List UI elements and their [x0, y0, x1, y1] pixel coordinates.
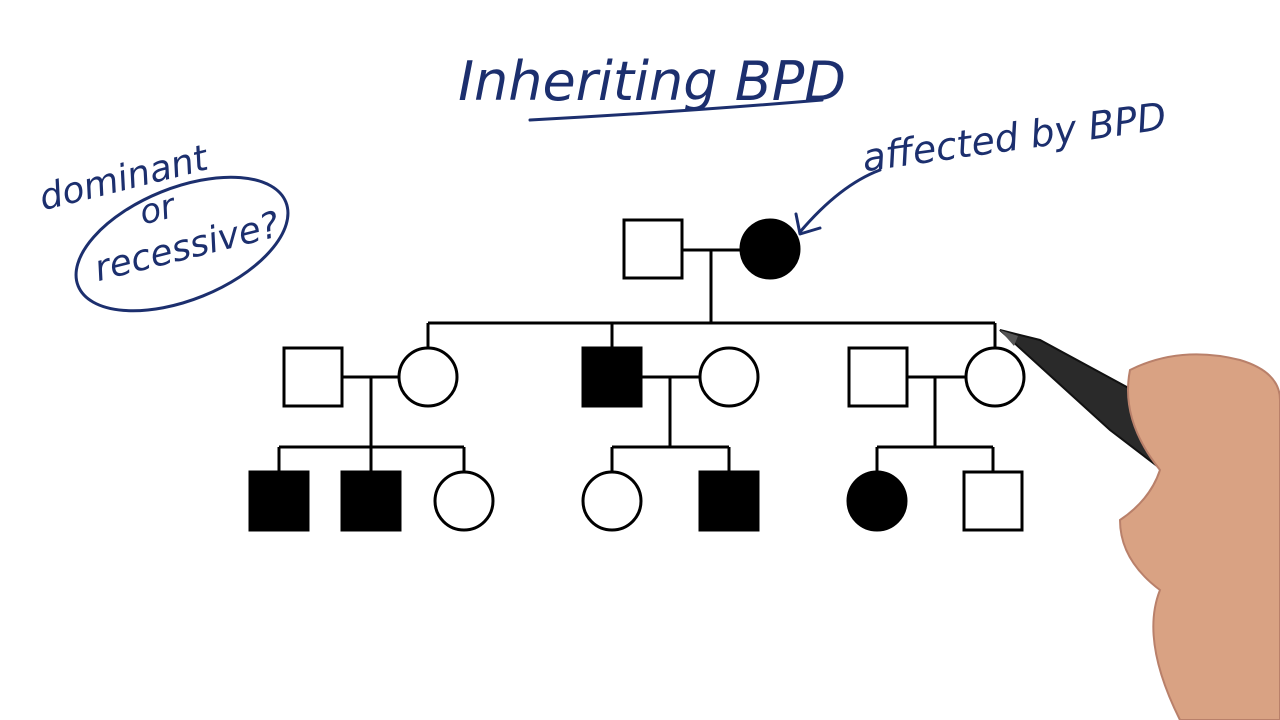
- individual-g2-son-b-square-icon: [581, 346, 643, 408]
- individual-g2-daughter-a-circle-icon: [397, 346, 459, 408]
- individual-g3-b2-square-icon: [698, 470, 760, 532]
- arrow-head-icon: [794, 212, 822, 236]
- annotation-label: affected by BPD: [859, 94, 1169, 180]
- annotation-arrow: [798, 168, 882, 234]
- hand-icon: [1118, 353, 1280, 720]
- individual-g3-a3-circle-icon: [433, 470, 495, 532]
- pedigree-lines: [277, 248, 997, 472]
- pedigree-individuals: [248, 218, 1026, 532]
- title-underline: [528, 98, 824, 122]
- question-circle: [74, 175, 290, 313]
- individual-g1-mother-circle-icon: [739, 218, 801, 280]
- individual-g3-c2-square-icon: [962, 470, 1024, 532]
- individual-g3-a1-square-icon: [248, 470, 310, 532]
- question-line3: recessive?: [90, 204, 283, 289]
- hand-with-pen: [999, 329, 1280, 720]
- individual-g2-daughter-c-circle-icon: [964, 346, 1026, 408]
- individual-g3-c1-circle-icon: [846, 470, 908, 532]
- individual-g2-wife-b-circle-icon: [698, 346, 760, 408]
- individual-g3-a2-square-icon: [340, 470, 402, 532]
- individual-g3-b1-circle-icon: [581, 470, 643, 532]
- individual-g2-husband-c-square-icon: [847, 346, 909, 408]
- individual-g1-father-square-icon: [622, 218, 684, 280]
- question-line1: dominant: [35, 137, 213, 219]
- individual-g2-husband-a-square-icon: [282, 346, 344, 408]
